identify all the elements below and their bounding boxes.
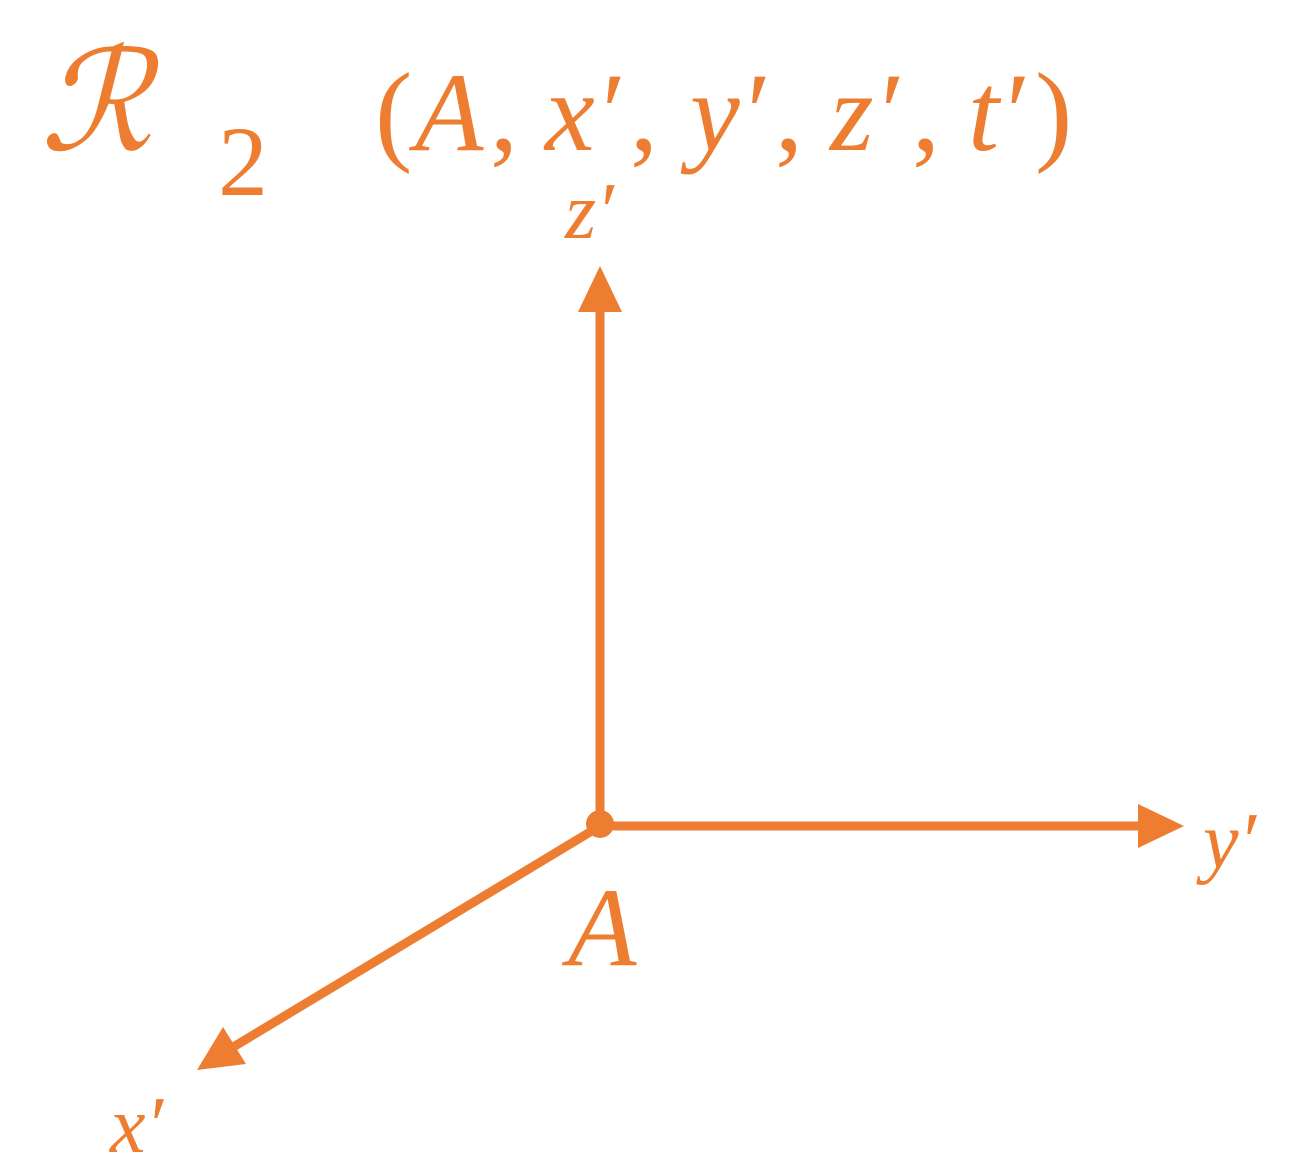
tuple-comma-4: ,	[912, 51, 940, 175]
frame-title: ℛ 2 ( A , x′ , y′ , z′ , t′ )	[40, 21, 1072, 217]
z-axis-arrowhead	[578, 266, 622, 312]
tuple-comma-1: ,	[490, 51, 518, 175]
origin-label: A	[561, 866, 637, 990]
x-axis-label: x′	[109, 1082, 165, 1170]
tuple-comma-3: ,	[775, 51, 803, 175]
y-axis-arrowhead	[1138, 804, 1184, 848]
axis-labels: z′ y′ x′ A	[109, 168, 1258, 1170]
tuple-z: z′	[828, 51, 900, 175]
tuple-x: x′	[543, 51, 621, 175]
frame-symbol: ℛ	[40, 21, 160, 184]
tuple-y: y′	[680, 51, 766, 175]
tuple-open-paren: (	[375, 51, 412, 175]
tuple-close-paren: )	[1035, 51, 1072, 175]
frame-subscript: 2	[218, 106, 268, 217]
tuple-t: t′	[968, 51, 1025, 175]
frame-coordinates: ( A , x′ , y′ , z′ , t′ )	[375, 51, 1072, 175]
z-axis-label: z′	[564, 168, 615, 256]
tuple-origin: A	[408, 51, 484, 175]
y-axis-label: y′	[1196, 798, 1258, 886]
x-axis-line	[222, 822, 603, 1056]
origin-point	[586, 810, 614, 838]
tuple-comma-2: ,	[630, 51, 658, 175]
x-axis-arrowhead	[197, 1027, 246, 1070]
axes	[197, 266, 1184, 1070]
